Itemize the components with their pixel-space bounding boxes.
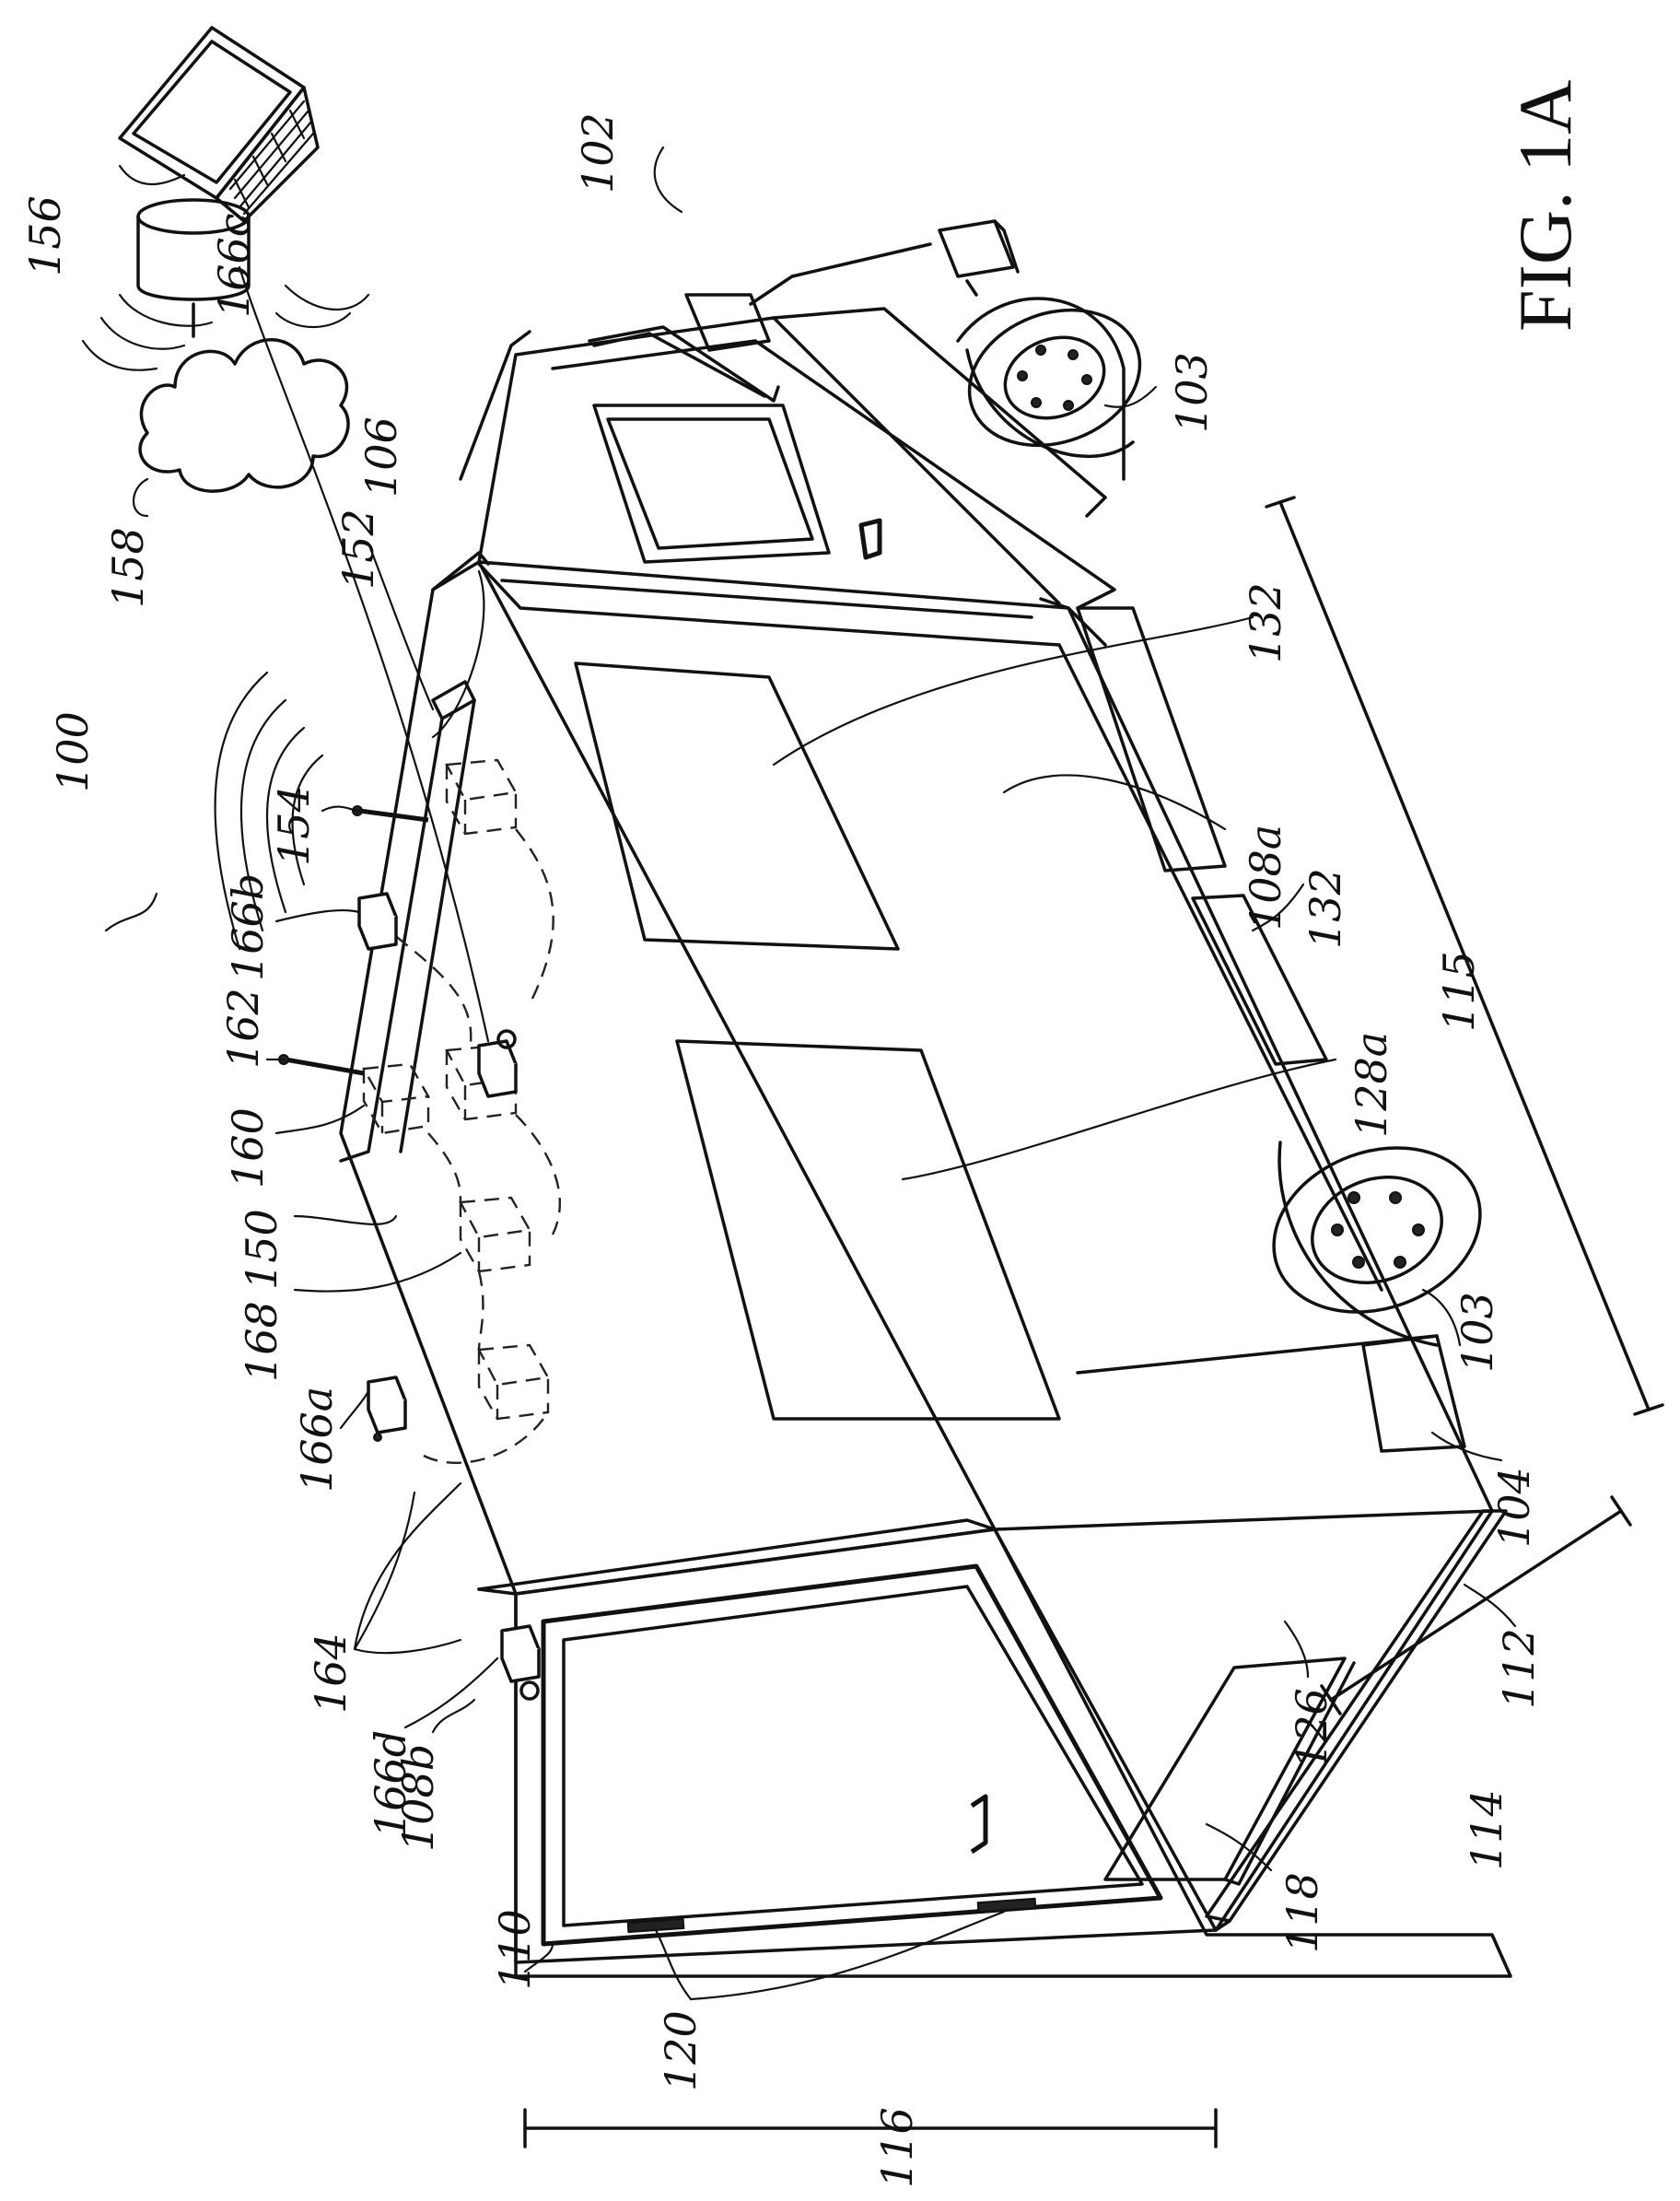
- label-132a: 132: [1241, 582, 1290, 663]
- label-156: 156: [20, 195, 70, 276]
- label-152: 152: [333, 509, 383, 590]
- label-162: 162: [218, 988, 268, 1069]
- camera-166b-icon: [359, 894, 396, 949]
- label-110: 110: [490, 1909, 540, 1990]
- label-116: 116: [872, 2107, 922, 2188]
- label-115: 115: [1434, 951, 1484, 1032]
- camera-166a-icon: [368, 1377, 405, 1441]
- label-106: 106: [356, 416, 406, 498]
- label-126: 126: [1287, 1688, 1336, 1769]
- label-168: 168: [237, 1301, 286, 1382]
- label-102: 102: [573, 112, 623, 193]
- wheel-lugs-front: [1018, 345, 1091, 410]
- cloud-icon: [140, 340, 348, 491]
- label-132b: 132: [1301, 868, 1350, 949]
- label-103b: 103: [1452, 1292, 1502, 1373]
- label-158: 158: [103, 527, 153, 608]
- label-112: 112: [1494, 1628, 1544, 1709]
- label-114: 114: [1462, 1789, 1511, 1870]
- label-166a: 166a: [292, 1387, 342, 1493]
- antenna-154-icon: [353, 806, 428, 820]
- label-160: 160: [223, 1107, 273, 1188]
- label-128a: 128a: [1347, 1032, 1396, 1138]
- camera-166c-icon: [479, 1031, 516, 1096]
- label-150: 150: [237, 1209, 286, 1290]
- label-108a: 108a: [1241, 825, 1290, 931]
- label-166b: 166b: [223, 873, 273, 981]
- label-120: 120: [656, 2010, 706, 2091]
- label-103a: 103: [1167, 352, 1217, 433]
- label-104: 104: [1489, 1467, 1539, 1548]
- label-166c: 166c: [209, 213, 259, 318]
- label-154: 154: [269, 785, 319, 866]
- figure-title: FIG. 1A: [1503, 80, 1587, 332]
- label-164: 164: [306, 1633, 356, 1714]
- label-118: 118: [1278, 1872, 1327, 1953]
- label-100: 100: [48, 711, 98, 792]
- label-166d: 166d: [366, 1730, 415, 1838]
- laptop-icon: [120, 28, 318, 221]
- vehicle-cab: [461, 221, 1159, 608]
